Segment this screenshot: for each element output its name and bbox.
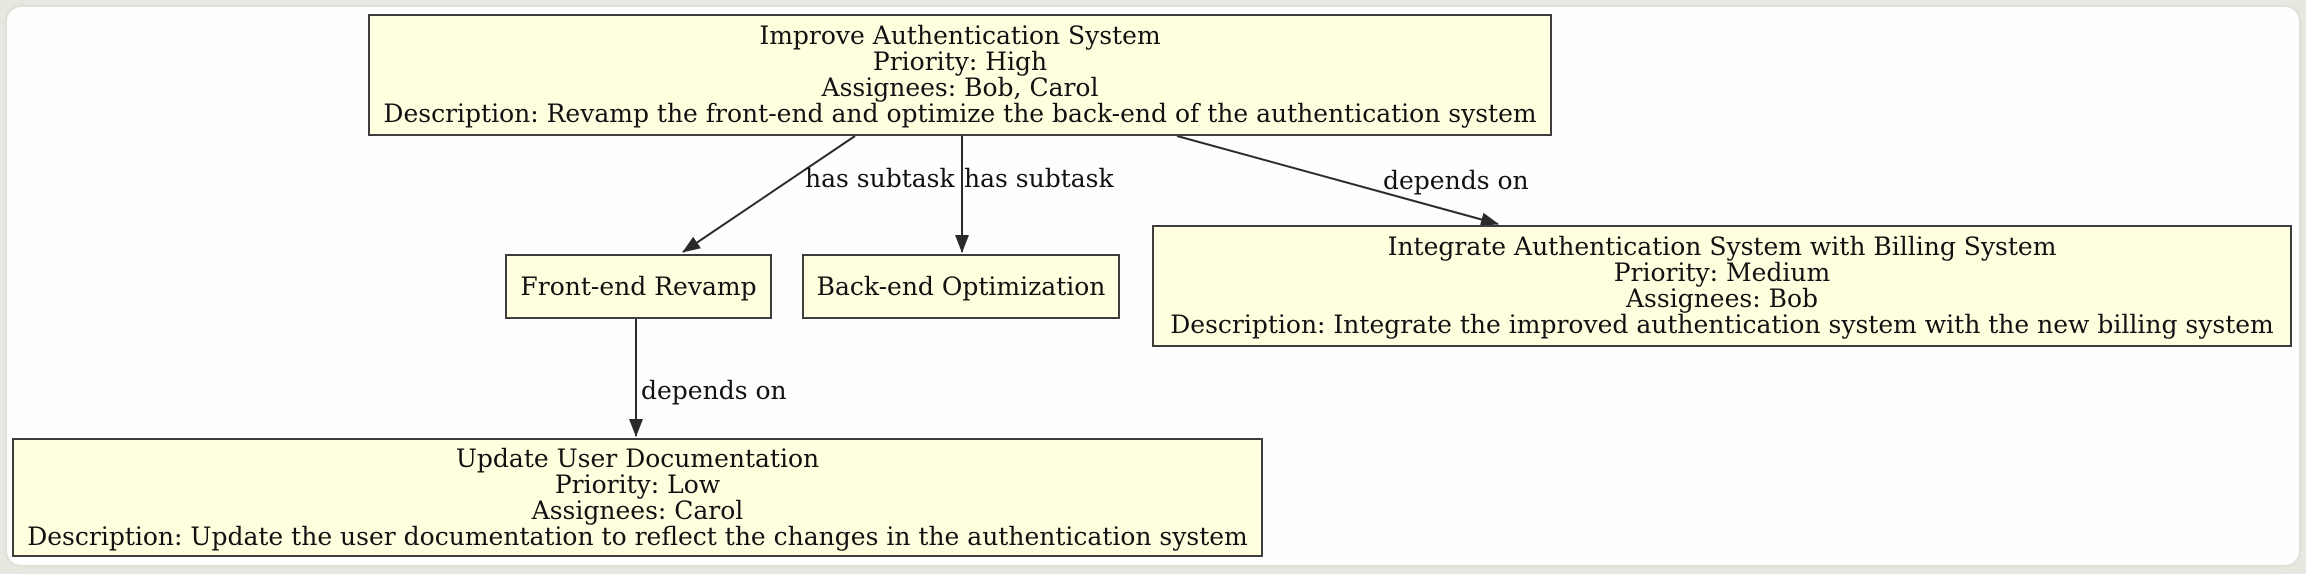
task-priority: Priority: Medium	[1613, 258, 1831, 287]
task-title: Improve Authentication System	[759, 21, 1161, 50]
edge-label-depends-on-integrate: depends on	[1383, 166, 1529, 195]
task-node-integrate-billing: Integrate Authentication System with Bil…	[1152, 225, 2292, 347]
edge-label-depends-on-updatedocs: depends on	[641, 376, 787, 405]
task-description: Description: Revamp the front-end and op…	[383, 99, 1537, 128]
task-priority: Priority: Low	[554, 469, 721, 499]
task-priority: Priority: High	[872, 47, 1048, 76]
edge-has-subtask-frontend	[682, 135, 856, 253]
task-title: Front-end Revamp	[520, 271, 757, 301]
task-node-update-documentation: Update User Documentation Priority: Low …	[12, 438, 1263, 557]
task-node-frontend-revamp: Front-end Revamp	[505, 254, 772, 319]
task-title: Back-end Optimization	[816, 271, 1106, 301]
task-node-improve-authentication: Improve Authentication System Priority: …	[368, 14, 1552, 136]
task-title: Update User Documentation	[455, 443, 820, 473]
task-description: Description: Update the user documentati…	[27, 521, 1248, 551]
task-title: Integrate Authentication System with Bil…	[1387, 232, 2057, 261]
task-assignees: Assignees: Bob, Carol	[821, 73, 1099, 102]
task-assignees: Assignees: Bob	[1625, 284, 1819, 313]
task-description: Description: Integrate the improved auth…	[1170, 310, 2274, 339]
edge-depends-on-integrate	[1176, 135, 1499, 227]
task-assignees: Assignees: Carol	[531, 495, 744, 525]
edge-label-has-subtask-1: has subtask	[805, 164, 955, 193]
task-node-backend-optimization: Back-end Optimization	[802, 254, 1120, 319]
edge-label-has-subtask-2: has subtask	[964, 164, 1114, 193]
